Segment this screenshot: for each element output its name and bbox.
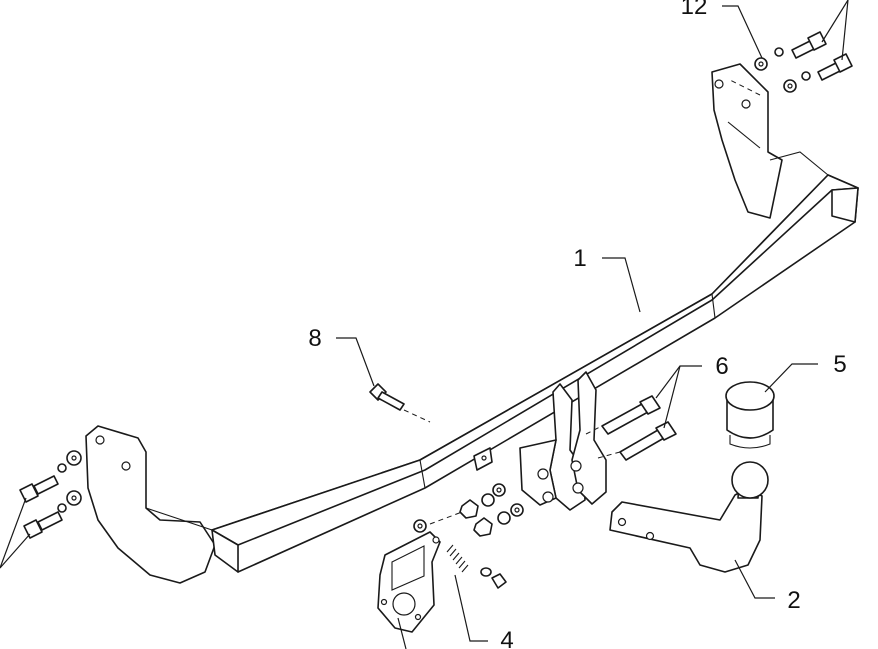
ball-cap — [725, 381, 775, 449]
callout-8: 8 — [308, 325, 321, 352]
callout-1: 1 — [573, 245, 586, 272]
socket-spring — [446, 544, 507, 589]
bolts-washers-part-12 — [729, 31, 853, 96]
bolts-part-6 — [601, 395, 677, 461]
left-mounting-bracket — [85, 425, 216, 584]
neck-mount-plates — [519, 371, 607, 511]
callout-4: 4 — [500, 627, 513, 649]
callout-5: 5 — [833, 351, 846, 378]
callout-6: 6 — [715, 353, 728, 380]
right-mounting-bracket — [711, 63, 783, 219]
ball-neck — [609, 461, 769, 573]
callout-labels: 1 2 4 5 6 8 12 — [308, 0, 846, 649]
leader-lines — [0, 0, 849, 649]
callout-2: 2 — [787, 587, 800, 614]
socket-plate — [377, 531, 441, 633]
main-crossbar — [145, 151, 859, 573]
left-bolts-washers — [19, 450, 82, 539]
callout-12: 12 — [681, 0, 708, 20]
bolt-part-8 — [369, 383, 431, 423]
center-nuts-washers — [413, 425, 621, 537]
